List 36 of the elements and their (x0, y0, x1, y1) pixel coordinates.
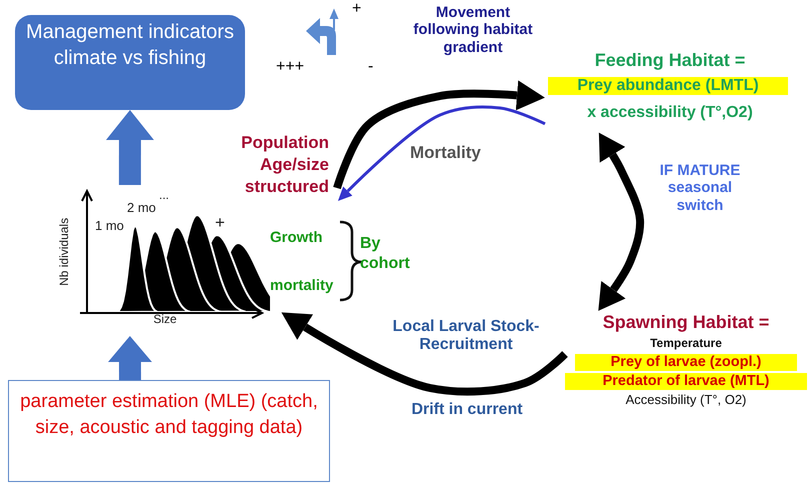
cohort-label: 2 mo (127, 201, 157, 216)
habitat-title: Feeding Habitat = (594, 50, 746, 71)
drift-text: Drift in current (410, 401, 524, 420)
population-text: Population Age/size structured (240, 132, 329, 198)
block-arrow (108, 336, 152, 380)
box-text: parameter estimation (MLE) (catch, size, acoustic and tagging data) (19, 390, 319, 440)
highlighted-text: Prey abundance (LMTL) (548, 77, 788, 96)
habitat-title: Spawning Habitat = (602, 312, 770, 333)
sign-text: +++ (276, 58, 306, 76)
cohort-label: + (215, 213, 226, 233)
curved-arrow (598, 132, 644, 311)
cohort-label: ... (159, 189, 170, 203)
growth-text: Growth (270, 229, 324, 246)
highlighted-text: Predator of larvae (MTL) (565, 373, 807, 390)
cohort-text: By cohort (360, 234, 411, 274)
highlighted-text: Prey of larvae (zoopl.) (575, 354, 797, 371)
curved-arrow (338, 105, 546, 201)
indicator-box (15, 15, 245, 110)
sign-text: - (368, 58, 374, 76)
estimation-box (8, 380, 330, 482)
edge-label: Local Larval Stock-Recruitment (392, 318, 540, 355)
edge-label: Movement following habitat gradient (412, 4, 534, 56)
edge-label: IF MATURE seasonal switch (658, 162, 742, 214)
habitat-text: Accessibility (T°, O2) (624, 393, 748, 408)
curved-arrow (333, 80, 545, 190)
habitat-text: Temperature (649, 337, 723, 351)
curved-arrow (281, 312, 568, 396)
edge-label: Mortality (410, 143, 482, 163)
axis-title: Size (152, 313, 178, 327)
axis-title: Nb idividuals (58, 216, 72, 288)
sign-text: + (352, 0, 362, 18)
habitat-text: x accessibility (T°,O2) (586, 104, 754, 122)
cohort-label: 1 mo (95, 219, 125, 234)
mortality-text: mortality (270, 277, 334, 294)
block-arrow (106, 110, 154, 185)
box-text: Management indicators climate vs fishing (25, 20, 235, 71)
